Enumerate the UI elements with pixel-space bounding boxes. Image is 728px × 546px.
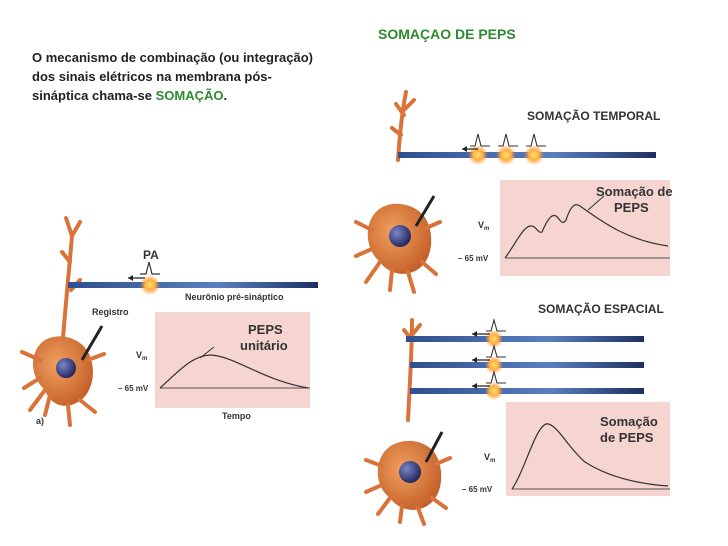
- panel-a-graph-bg: [155, 312, 310, 408]
- recording-electrode: [80, 325, 104, 361]
- panel-a-vm: Vm: [136, 350, 147, 362]
- spatial-nucleus: [399, 461, 421, 483]
- temporal-graph-bg: [500, 180, 670, 276]
- presynaptic-neuron-label: Neurônio pré-sináptico: [185, 292, 284, 302]
- intro-paragraph: O mecanismo de combinação (ou integração…: [32, 48, 322, 105]
- pa-arrow-head: [128, 275, 133, 281]
- intro-text: O mecanismo de combinação (ou integração…: [32, 50, 314, 103]
- panel-temporal: SOMAÇÃO TEMPORAL Somação de PEPS Vm – 65…: [354, 90, 673, 294]
- temporal-rest: – 65 mV: [458, 254, 489, 263]
- temporal-dendrite: [390, 90, 416, 162]
- spatial-title: SOMAÇÃO ESPACIAL: [538, 301, 664, 316]
- temporal-glow-3: [524, 145, 544, 165]
- spatial-soma-dendrites: [364, 456, 452, 526]
- temporal-arrow-head: [462, 146, 467, 152]
- nucleus: [56, 358, 76, 378]
- temporal-glow-2: [496, 145, 516, 165]
- temporal-curve: [504, 204, 669, 259]
- spatial-graph-bg: [506, 402, 670, 496]
- spatial-rest: – 65 mV: [462, 485, 493, 494]
- presynaptic-axon: [68, 282, 318, 288]
- peps-curve: [159, 354, 309, 389]
- panel-a-letter: a): [36, 416, 44, 426]
- temporal-soma-dendrites: [354, 220, 442, 294]
- soma-dendrites: [20, 350, 106, 427]
- spatial-glow-3: [485, 382, 503, 400]
- intro-end: .: [223, 88, 228, 103]
- panel-a-box-line1: PEPS: [248, 322, 283, 337]
- temporal-box-line1: Somação de: [596, 184, 673, 199]
- pa-label: PA: [143, 248, 159, 262]
- temporal-title: SOMAÇÃO TEMPORAL: [527, 108, 660, 123]
- tempo-label: Tempo: [222, 411, 251, 421]
- panel-spatial: SOMAÇÃO ESPACIAL Somação de PEPS Vm – 65…: [364, 301, 670, 526]
- spatial-spikes: [486, 317, 506, 384]
- pa-glow: [140, 275, 160, 295]
- temporal-pointer: [587, 195, 605, 211]
- spatial-box-line2: de PEPS: [600, 430, 654, 445]
- spatial-electrode: [424, 431, 444, 463]
- spatial-axon-1: [406, 336, 644, 342]
- pa-spike: [140, 261, 160, 275]
- spatial-box-line1: Somação: [600, 414, 658, 429]
- intro-highlight: SOMAÇÃO: [155, 88, 224, 103]
- spatial-axon-2: [410, 362, 644, 368]
- registro-label: Registro: [92, 307, 129, 317]
- spatial-curve: [511, 423, 669, 490]
- page-title: SOMAÇAO DE PEPS: [378, 26, 516, 42]
- panel-a-box-line2: unitário: [240, 338, 288, 353]
- temporal-box-line2: PEPS: [614, 200, 649, 215]
- spatial-dendrite: [402, 318, 422, 422]
- temporal-vm: Vm: [478, 220, 489, 232]
- spatial-axon-3: [410, 388, 644, 394]
- dendrite: [60, 216, 82, 352]
- spatial-arrow-heads: [472, 331, 477, 389]
- spatial-vm: Vm: [484, 452, 495, 464]
- temporal-glow-1: [468, 145, 488, 165]
- temporal-electrode: [414, 195, 436, 227]
- panel-a: PA Neurônio pré-sináptico Registro PEPS …: [20, 216, 318, 427]
- temporal-nucleus: [389, 225, 411, 247]
- temporal-spikes: [470, 133, 546, 147]
- peps-pointer: [199, 346, 215, 359]
- panel-a-rest: – 65 mV: [118, 384, 149, 393]
